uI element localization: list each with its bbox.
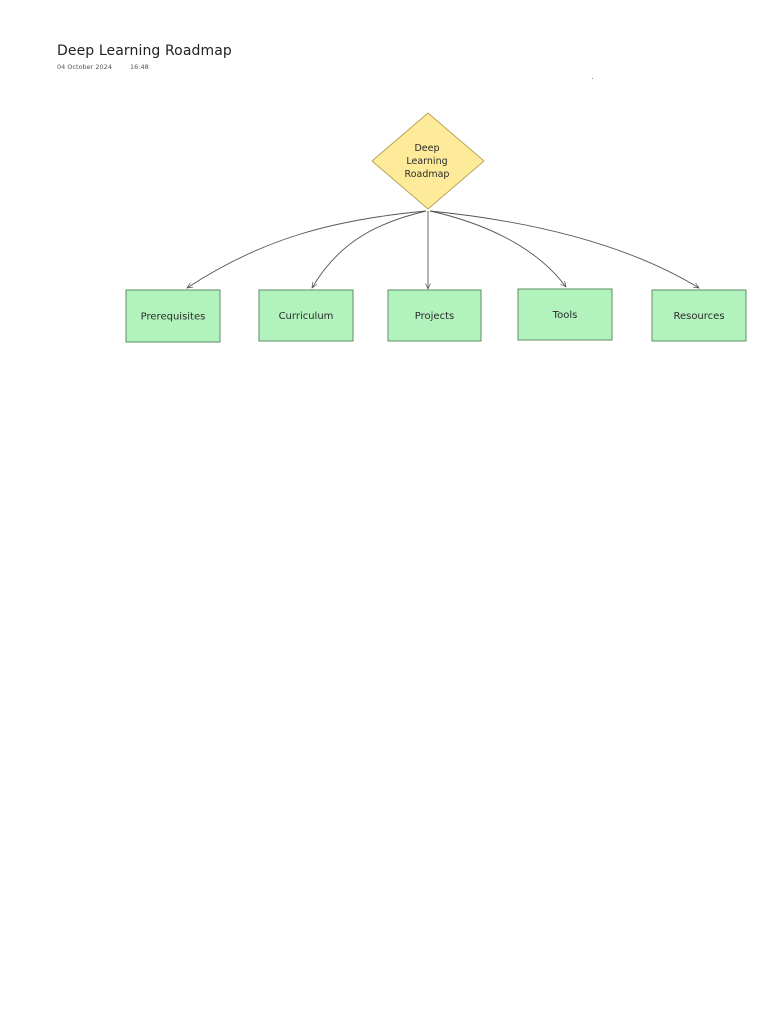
edge-arrow-1 [187,210,427,288]
node-box [651,289,747,342]
page-date: 04 October 2024 [57,63,112,71]
node-curriculum: Curriculum [258,289,354,342]
node-box [258,289,354,342]
node-label: Prerequisites [141,312,206,323]
page-header: Deep Learning Roadmap 04 October 2024 16… [57,43,232,71]
root-label-line: Roadmap [405,169,450,180]
page-meta: 04 October 2024 16:48 [57,63,232,71]
child-nodes-group: Prerequisites Curriculum Projects Tools Reso… [125,288,747,343]
page-title: Deep Learning Roadmap [57,43,232,59]
node-box [517,288,613,341]
edge-arrow-4 [429,210,566,287]
node-label: Curriculum [279,311,334,322]
node-label: Resources [673,311,724,322]
node-projects: Projects [387,289,482,342]
root-diamond [371,112,485,210]
node-box [125,289,221,343]
node-tools: Tools [517,288,613,341]
node-prerequisites: Prerequisites [125,289,221,343]
node-label: Tools [552,310,578,321]
stray-dot [592,78,593,79]
edge-arrow-2 [312,210,427,288]
root-label-line: Learning [406,156,447,167]
root-label-line: Deep [414,143,439,154]
node-box [387,289,482,342]
page-time: 16:48 [130,63,149,71]
edge-arrow-5 [429,210,699,288]
node-label: Projects [415,311,454,322]
edges-layer [187,210,699,289]
node-resources: Resources [651,289,747,342]
